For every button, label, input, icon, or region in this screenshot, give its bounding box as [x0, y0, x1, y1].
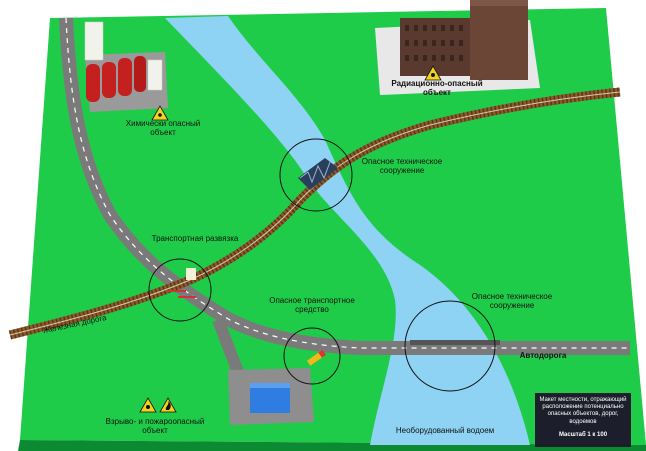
fire-hazard-icon	[159, 397, 177, 413]
explosive-building	[250, 383, 290, 413]
label-tech-structure-bridge: Опасное техническое сооружение	[361, 157, 443, 175]
railway-bridge	[298, 158, 338, 190]
label-highway: Автодорога	[519, 351, 567, 360]
label-transport-junction: Транспортная развязка	[151, 234, 239, 243]
chemical-plant	[84, 21, 163, 102]
radiation-hazard-icon	[424, 65, 442, 81]
road-dashes	[65, 17, 630, 349]
fuel-truck	[306, 349, 326, 366]
chemical-hazard-icon	[151, 105, 169, 121]
circle-junction	[148, 258, 212, 322]
railway-crossing	[168, 268, 196, 298]
radiation-plant-windows	[405, 25, 463, 61]
legend-scale: Масштаб 1 к 100	[558, 431, 608, 438]
label-tech-structure-road: Опасное техническое сооружение	[471, 292, 553, 310]
terrain-board	[20, 8, 646, 445]
label-chemical-object: Химически опасный объект	[125, 119, 201, 137]
highlight-circles	[148, 138, 496, 392]
road-bridge	[410, 340, 500, 345]
legend-description: Макет местности, отражающий расположение…	[539, 397, 627, 425]
explosive-hazard-icon	[139, 397, 157, 413]
radiation-plant	[400, 0, 528, 80]
label-explosive-object: Взрыво- и пожароопасный объект	[105, 417, 205, 435]
railway	[8, 87, 621, 340]
circle-road-bridge	[404, 300, 496, 392]
label-dangerous-vehicle: Опасное транспортное средство	[269, 296, 355, 314]
board-edge	[18, 440, 646, 451]
river	[165, 16, 530, 445]
label-water-body: Необорудованный водоем	[395, 426, 495, 435]
label-radiation-object: Радиационно-опасный объект	[391, 79, 483, 97]
circle-vehicle	[283, 327, 341, 385]
legend-box: Макет местности, отражающий расположение…	[535, 393, 631, 447]
circle-bridge	[279, 138, 353, 212]
